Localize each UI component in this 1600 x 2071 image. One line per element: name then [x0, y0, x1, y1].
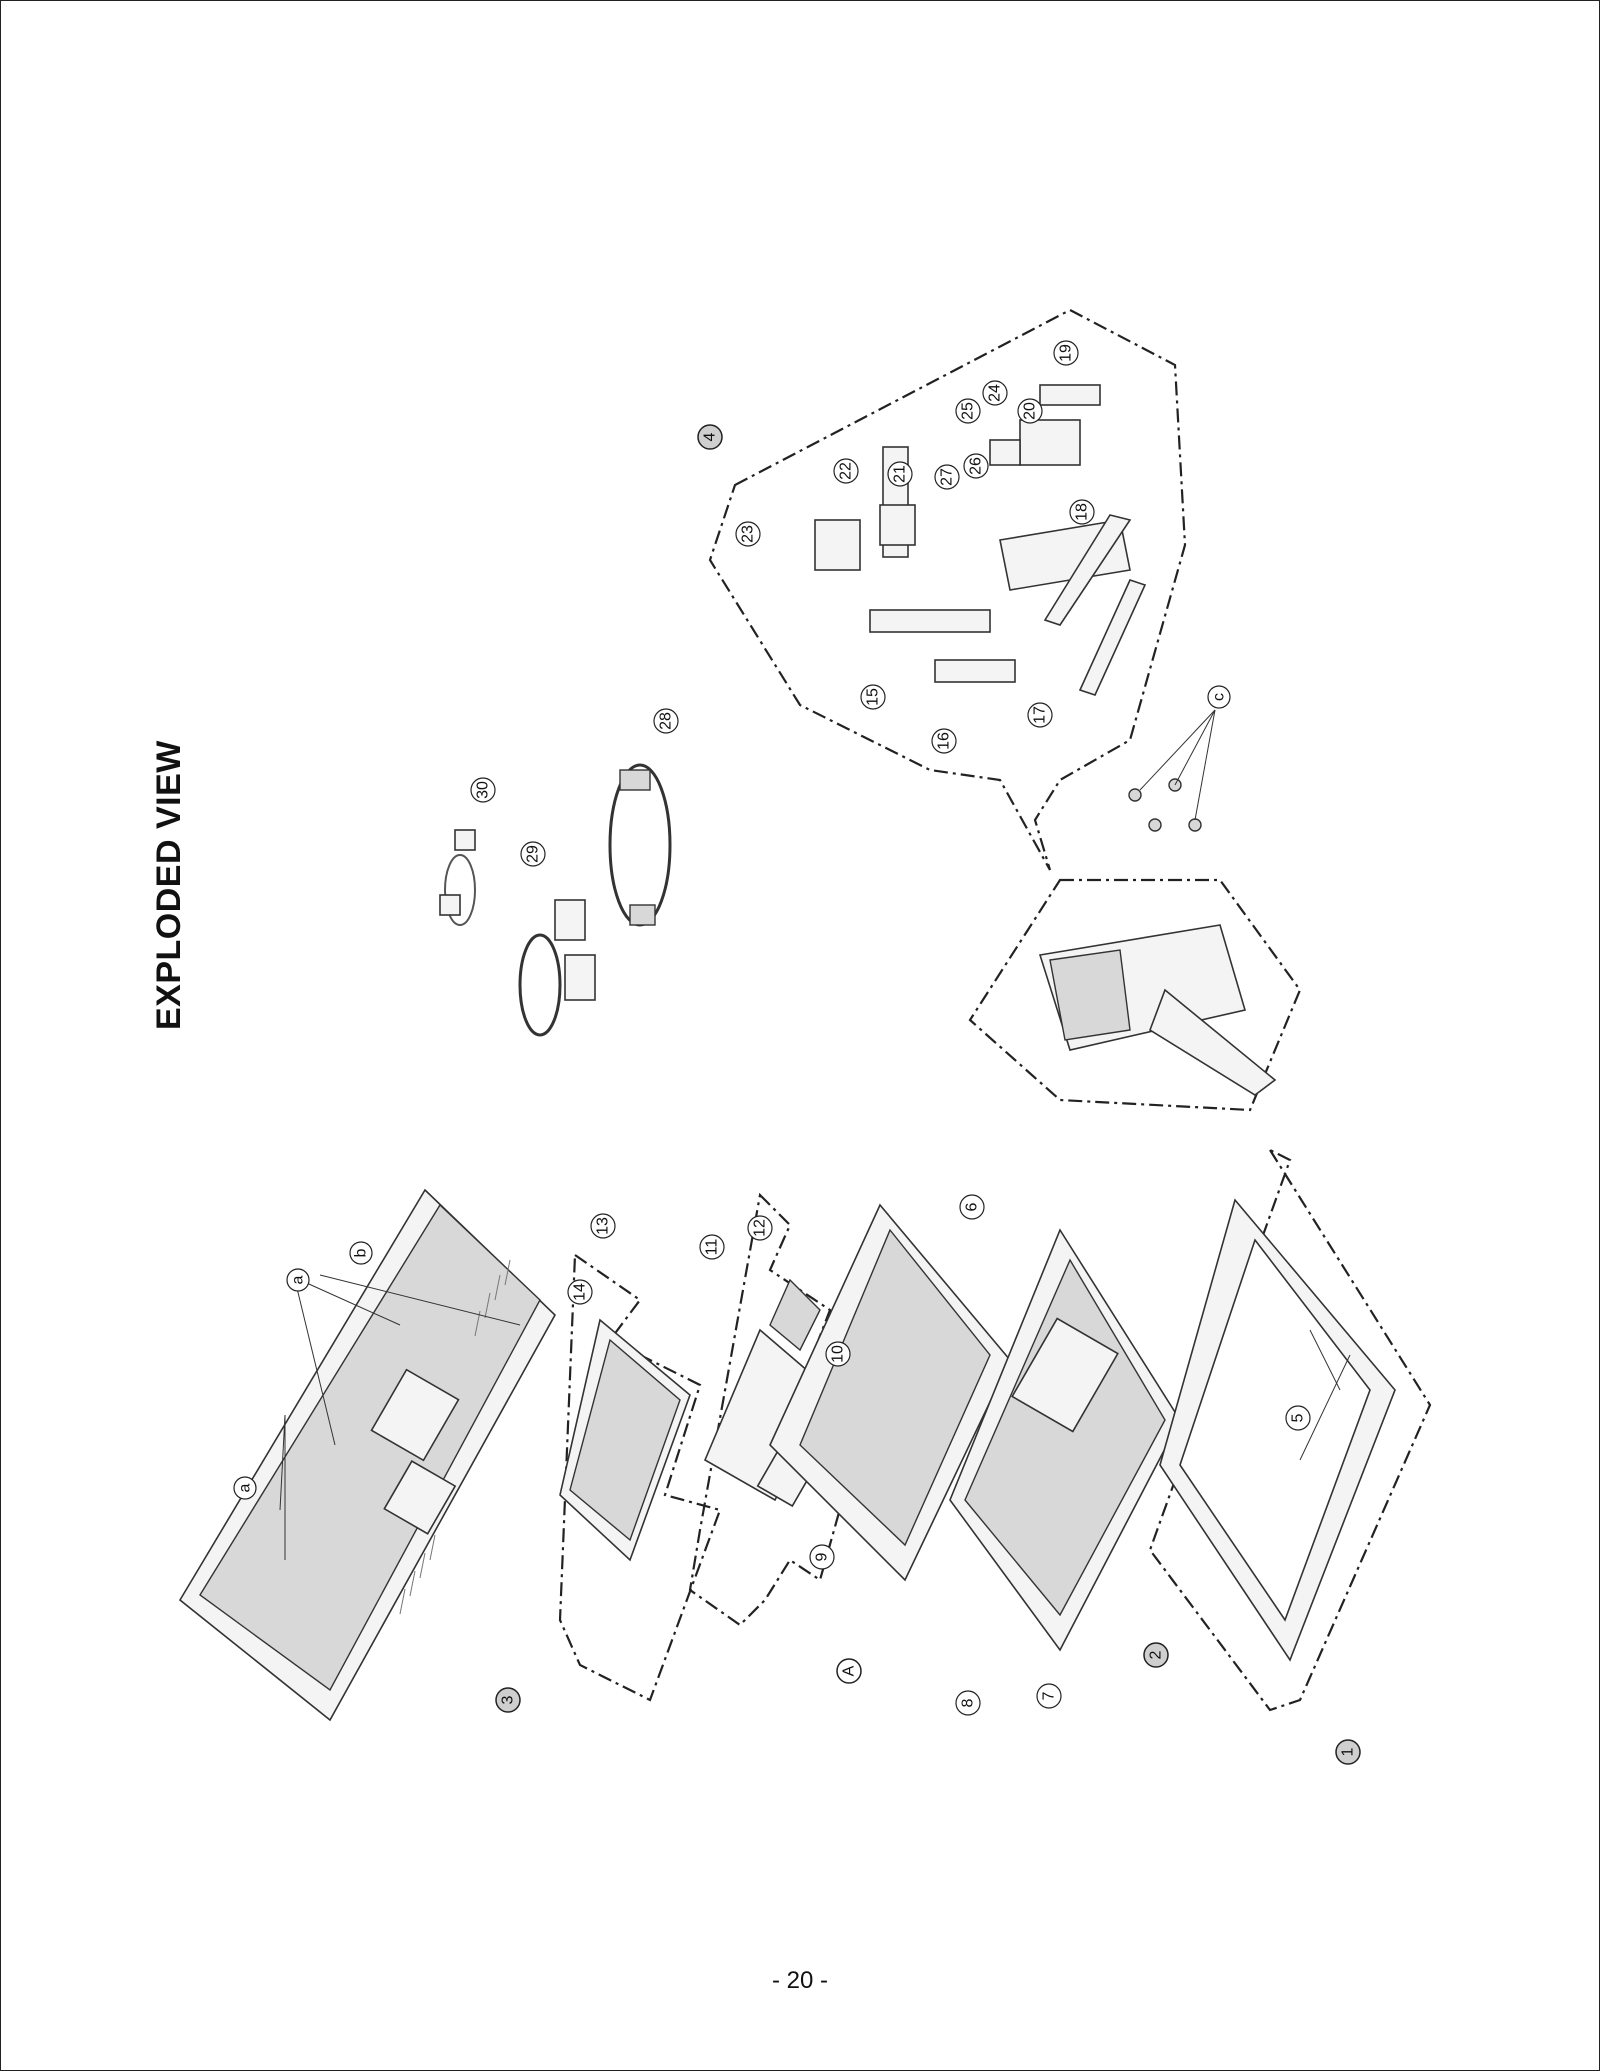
power-board-part — [559, 1318, 691, 1562]
screw-callout-c: c — [1207, 685, 1231, 709]
stand-exploded-outline — [708, 308, 1187, 871]
part-callout-14: 14 — [567, 1279, 593, 1305]
svg-text:a: a — [290, 1275, 307, 1284]
part-callout-10: 10 — [825, 1341, 851, 1367]
part-callout-18: 18 — [1069, 499, 1095, 525]
svg-text:10: 10 — [830, 1345, 847, 1363]
stand-assembly-outline — [968, 878, 1302, 1112]
part-callout-16: 16 — [931, 728, 957, 754]
part-callout-27: 27 — [934, 464, 960, 490]
stand-parts — [814, 384, 1147, 696]
svg-text:12: 12 — [752, 1219, 769, 1237]
assembly-callout-3: 3 — [495, 1687, 521, 1713]
svg-text:15: 15 — [865, 688, 882, 706]
svg-text:29: 29 — [525, 845, 542, 863]
svg-text:28: 28 — [658, 712, 675, 730]
part-callout-17: 17 — [1027, 702, 1053, 728]
part-callout-23: 23 — [735, 521, 761, 547]
stand-assembly-part — [1038, 924, 1277, 1096]
svg-text:16: 16 — [936, 732, 953, 750]
panel-module-part — [949, 1228, 1181, 1652]
svg-text:27: 27 — [939, 468, 956, 486]
svg-text:a: a — [237, 1483, 254, 1492]
screw-callout-a-left: a — [233, 1476, 257, 1500]
stand-screws — [1128, 709, 1216, 832]
part-callout-6: 6 — [959, 1194, 985, 1220]
part-callout-20: 20 — [1017, 398, 1043, 424]
svg-text:13: 13 — [595, 1217, 612, 1235]
part-callout-19: 19 — [1053, 340, 1079, 366]
back-cover-screws — [279, 1274, 521, 1560]
cables — [439, 763, 672, 1037]
svg-text:24: 24 — [987, 384, 1004, 402]
svg-text:30: 30 — [475, 781, 492, 799]
part-callout-26: 26 — [963, 453, 989, 479]
svg-text:19: 19 — [1058, 344, 1075, 362]
svg-text:7: 7 — [1041, 1691, 1058, 1700]
part-callout-28: 28 — [653, 708, 679, 734]
assembly-callout-4: 4 — [697, 424, 723, 450]
part-callout-15: 15 — [860, 684, 886, 710]
assembly-callout-1: 1 — [1335, 1739, 1361, 1765]
part-callout-8: 8 — [955, 1690, 981, 1716]
screw-callout-b: b — [349, 1241, 373, 1265]
assembly-callout-2: 2 — [1143, 1642, 1169, 1668]
svg-text:26: 26 — [968, 457, 985, 475]
part-callout-29: 29 — [520, 841, 546, 867]
page-number: - 20 - — [771, 1967, 828, 1994]
part-callout-25: 25 — [955, 398, 981, 424]
screw-callout-a-right: a — [286, 1268, 310, 1292]
svg-text:25: 25 — [960, 402, 977, 420]
assembly-callout-A: A — [836, 1658, 862, 1684]
main-board-outline — [688, 1192, 867, 1627]
part-callout-22: 22 — [833, 458, 859, 484]
svg-text:3: 3 — [500, 1695, 517, 1704]
svg-text:14: 14 — [572, 1283, 589, 1301]
svg-text:6: 6 — [964, 1202, 981, 1211]
part-callout-9: 9 — [809, 1544, 835, 1570]
svg-text:b: b — [353, 1248, 370, 1257]
part-callout-21: 21 — [887, 461, 913, 487]
svg-text:22: 22 — [838, 462, 855, 480]
svg-text:4: 4 — [702, 432, 719, 441]
svg-text:2: 2 — [1148, 1650, 1165, 1659]
front-cover-outline — [1148, 1147, 1432, 1712]
svg-text:17: 17 — [1032, 706, 1049, 724]
power-board-outline — [558, 1252, 722, 1702]
shield-frame-part — [769, 1203, 1011, 1582]
svg-text:20: 20 — [1022, 402, 1039, 420]
svg-text:8: 8 — [960, 1698, 977, 1707]
svg-text:9: 9 — [814, 1552, 831, 1561]
svg-text:21: 21 — [892, 465, 909, 483]
svg-text:18: 18 — [1074, 503, 1091, 521]
part-callout-11: 11 — [699, 1234, 725, 1260]
front-cover-part — [1159, 1198, 1396, 1662]
back-cover-part — [178, 1188, 556, 1722]
svg-text:11: 11 — [704, 1239, 721, 1256]
svg-text:23: 23 — [740, 525, 757, 543]
svg-text:1: 1 — [1340, 1747, 1357, 1756]
part-callout-5: 5 — [1285, 1405, 1311, 1431]
svg-text:c: c — [1211, 693, 1228, 701]
part-callout-13: 13 — [590, 1213, 616, 1239]
part-callout-24: 24 — [982, 380, 1008, 406]
svg-text:A: A — [841, 1665, 858, 1676]
part-callout-12: 12 — [747, 1215, 773, 1241]
part-callout-30: 30 — [470, 777, 496, 803]
part-callout-7: 7 — [1036, 1683, 1062, 1709]
svg-text:5: 5 — [1290, 1413, 1307, 1422]
